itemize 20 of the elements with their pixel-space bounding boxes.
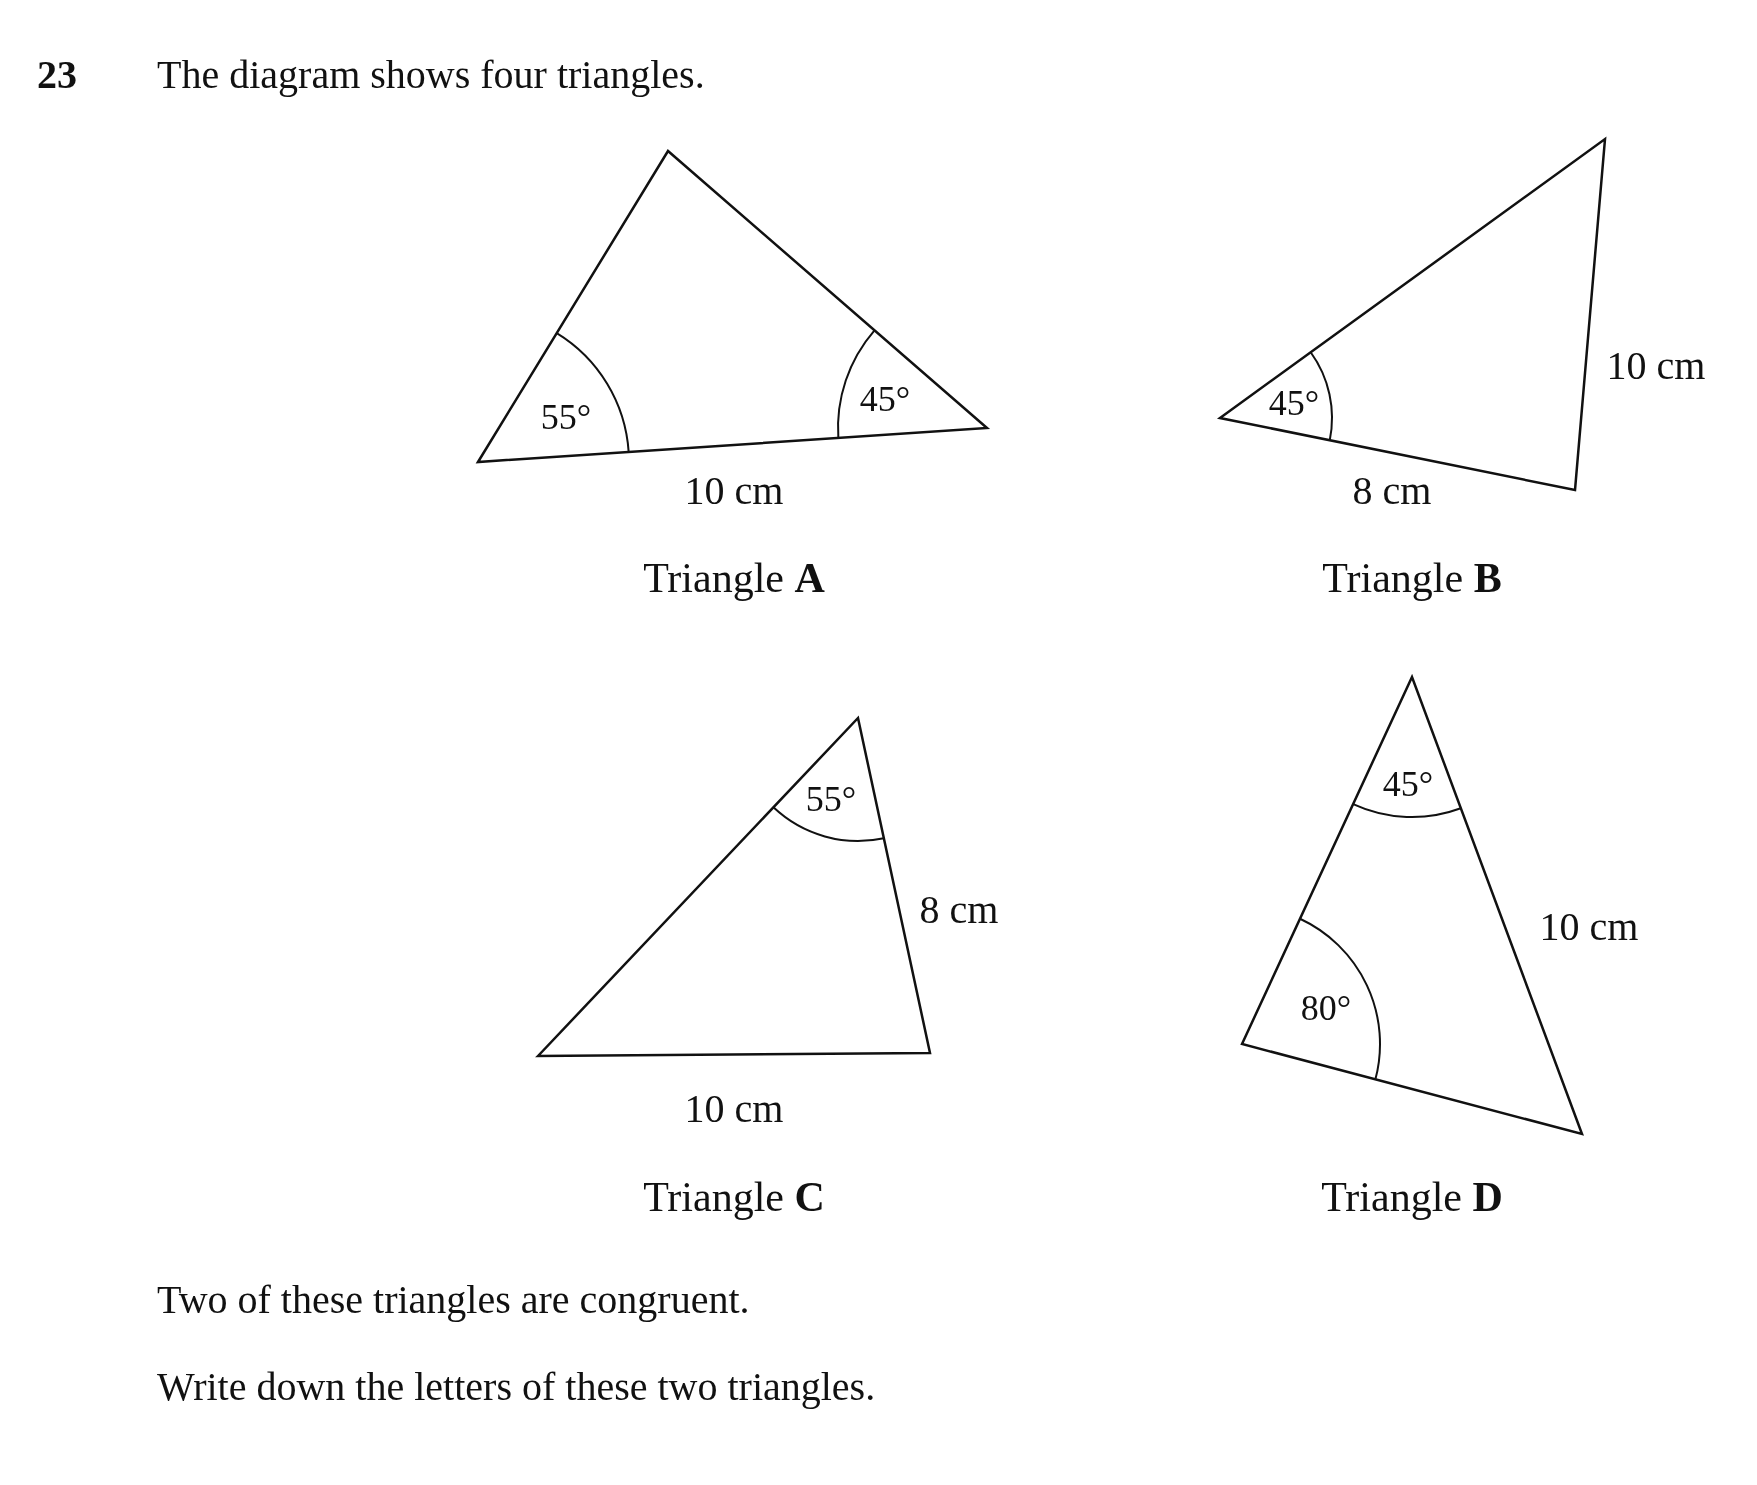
angle-label: 55°: [805, 781, 857, 817]
side-length-label: 8 cm: [919, 890, 999, 930]
question-number: 23: [37, 55, 77, 95]
triangle-caption: Triangle B: [1322, 557, 1502, 599]
question-text: Two of these triangles are congruent.: [157, 1280, 750, 1320]
side-length-label: 10 cm: [1606, 346, 1706, 386]
side-length-label: 8 cm: [1352, 471, 1432, 511]
triangle-caption: Triangle D: [1321, 1176, 1503, 1218]
question-text: Write down the letters of these two triangles.: [157, 1367, 876, 1407]
angle-label: 45°: [1382, 766, 1434, 802]
angle-label: 55°: [540, 399, 592, 435]
angle-label: 45°: [1268, 385, 1320, 421]
triangle-caption: Triangle A: [643, 557, 825, 599]
side-length-label: 10 cm: [684, 1089, 784, 1129]
angle-label: 80°: [1300, 990, 1352, 1026]
question-text: The diagram shows four triangles.: [157, 55, 705, 95]
triangle-caption: Triangle C: [643, 1176, 825, 1218]
angle-label: 45°: [859, 381, 911, 417]
side-length-label: 10 cm: [684, 471, 784, 511]
side-length-label: 10 cm: [1539, 907, 1639, 947]
